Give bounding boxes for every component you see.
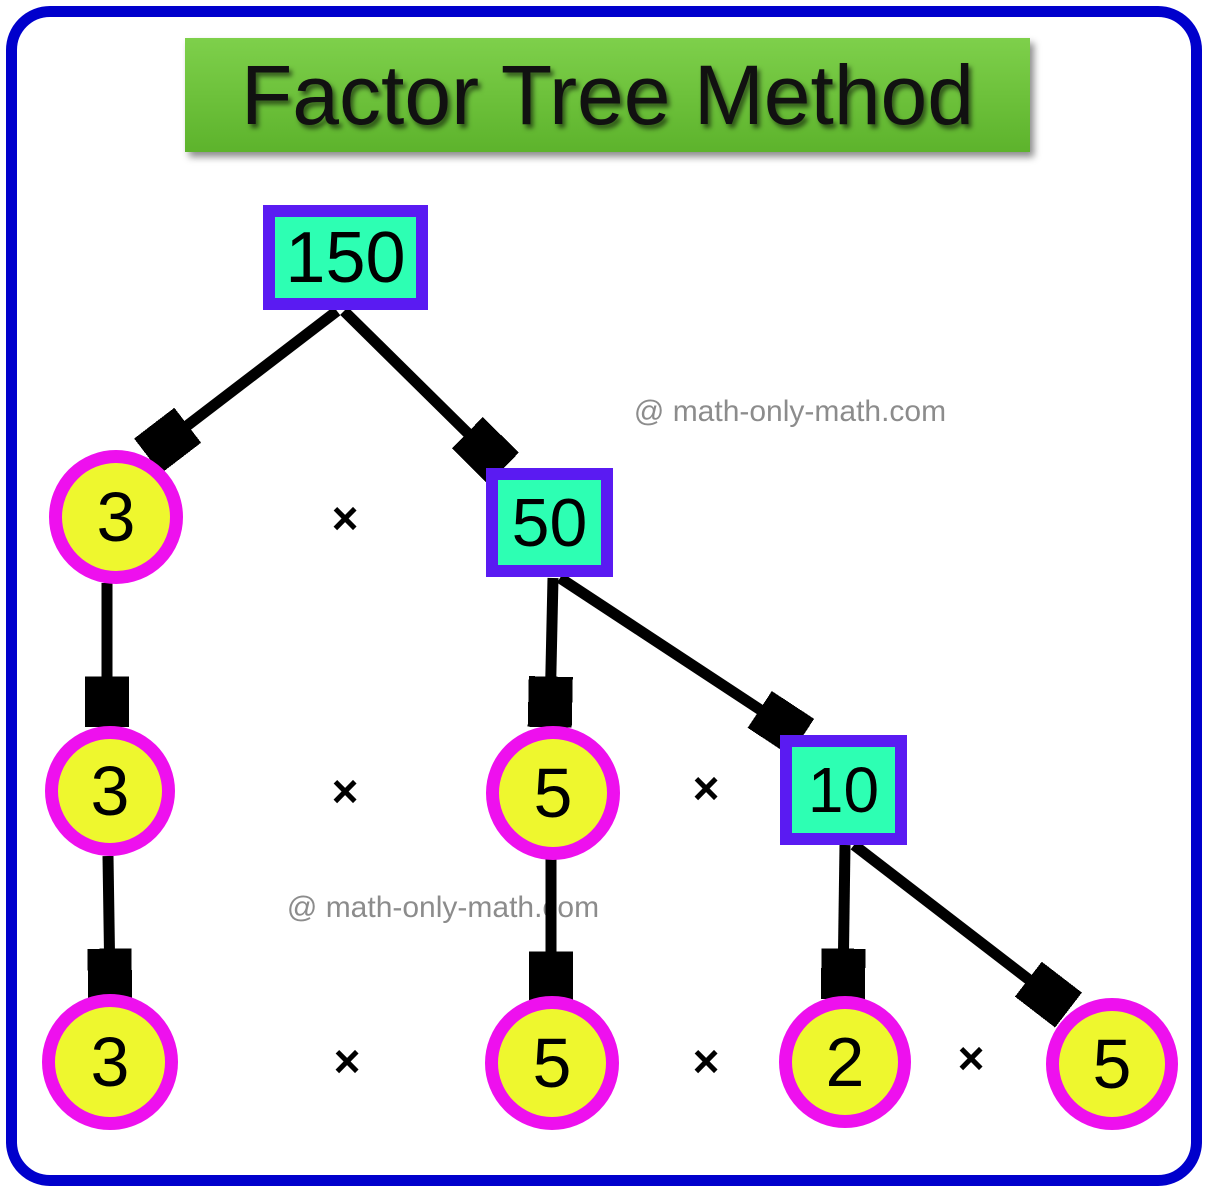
node-3-level3-value: 3 <box>90 1023 130 1101</box>
node-2-level3-value: 2 <box>825 1023 865 1101</box>
page-title: Factor Tree Method <box>241 47 974 142</box>
node-3-level3: 3 <box>42 994 178 1130</box>
times-sign-6: × <box>957 1032 985 1084</box>
node-2-level3: 2 <box>779 996 911 1128</box>
node-3-level1-value: 3 <box>96 478 136 556</box>
watermark-text-top: @ math-only-math.com <box>633 395 947 428</box>
times-sign-3: × <box>692 762 720 814</box>
node-5b-level3: 5 <box>1046 998 1178 1130</box>
node-3-level1: 3 <box>49 450 183 584</box>
node-5-level3-value: 5 <box>532 1024 572 1102</box>
times-sign-4: × <box>333 1035 361 1087</box>
node-150-value: 150 <box>285 217 406 298</box>
node-5-level2: 5 <box>486 726 620 860</box>
node-5-level3: 5 <box>485 996 619 1130</box>
times-sign-5: × <box>692 1035 720 1087</box>
arrow-10-to-2 <box>843 844 845 986</box>
page-border-frame <box>6 6 1202 1186</box>
node-10-value: 10 <box>807 754 880 826</box>
times-sign-2: × <box>331 765 359 817</box>
arrow-10-to-5-bottom <box>850 840 1058 1002</box>
node-3-level2-value: 3 <box>90 752 130 830</box>
arrow-50-to-10 <box>556 573 791 730</box>
node-5b-level3-value: 5 <box>1092 1025 1132 1103</box>
times-sign-1: × <box>331 492 359 544</box>
node-5-level2-value: 5 <box>533 754 573 832</box>
title-banner: Factor Tree Method <box>185 38 1030 152</box>
node-150: 150 <box>263 205 428 310</box>
node-50-value: 50 <box>511 484 588 561</box>
arrow-150-to-3 <box>158 306 341 448</box>
arrow-3-mid-to-3-bottom <box>108 855 110 986</box>
arrow-50-to-5 <box>550 577 553 714</box>
node-50: 50 <box>486 468 613 577</box>
node-3-level2: 3 <box>45 726 175 856</box>
node-10: 10 <box>780 735 907 845</box>
arrow-150-to-50 <box>340 307 494 459</box>
